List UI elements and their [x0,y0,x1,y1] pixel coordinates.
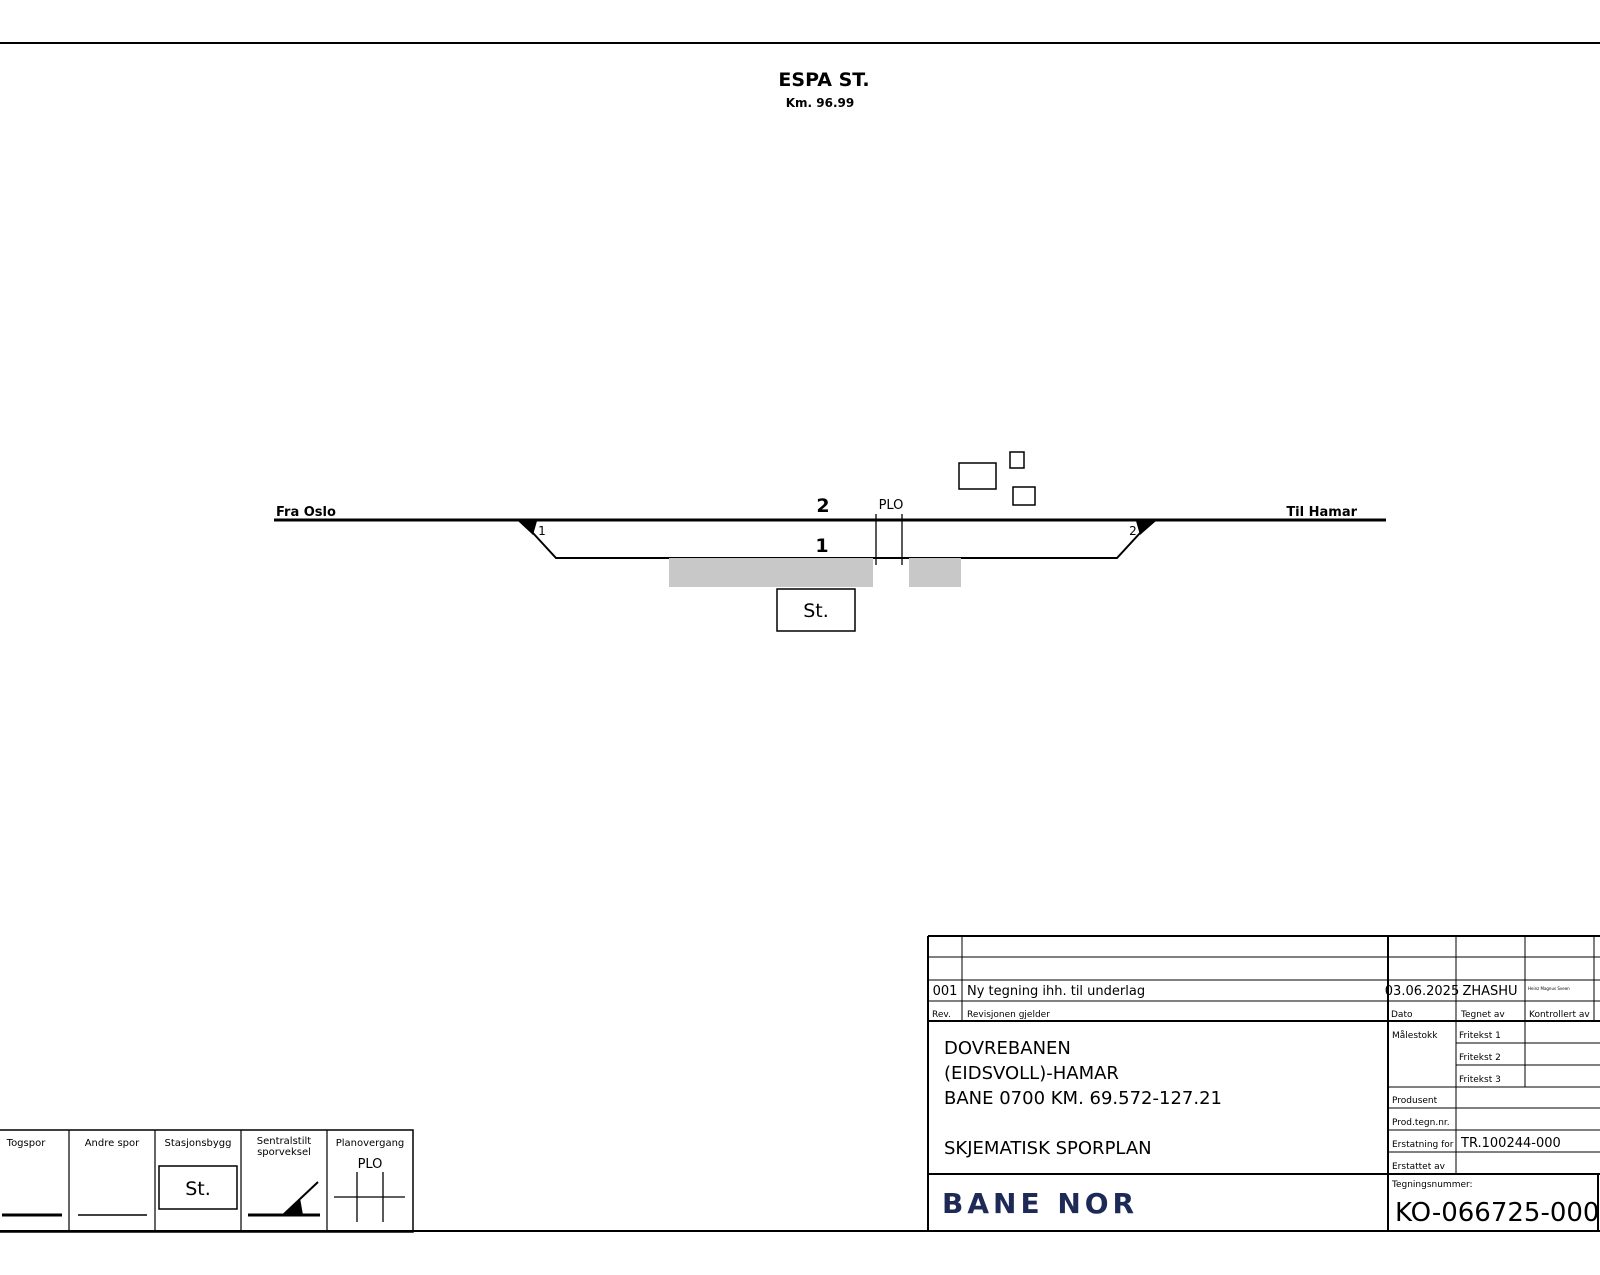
platform-1 [669,558,873,587]
building-small [1009,451,1025,469]
title-line-2: (EIDSVOLL)-HAMAR [944,1063,1119,1084]
rev-description: Ny tegning ihh. til underlag [967,984,1145,999]
station-title: ESPA ST. [778,69,869,91]
legend: Togspor Andre spor Stasjonsbygg St. Sent… [0,1129,414,1233]
switch-right-number: 2 [1129,524,1137,538]
station-building [776,588,856,632]
col-rev-label: Rev. [932,1010,951,1020]
title-block: 001 Ny tegning ihh. til underlag 03.06.2… [927,935,1600,1231]
legend-planovergang-label: Planovergang [336,1138,405,1149]
crossing-label: PLO [879,498,904,513]
col-date-label: Dato [1391,1010,1413,1020]
track-diagram: Fra Oslo Til Hamar 2 1 PLO 1 2 St. [274,451,1386,632]
tegningsnummer-label: Tegningsnummer: [1391,1180,1473,1190]
fritekst-3-label: Fritekst 3 [1459,1075,1501,1085]
to-label: Til Hamar [1286,505,1357,520]
legend-sporveksel-wrap: Sentralstilt sporveksel [256,1136,312,1158]
title-line-1: DOVREBANEN [944,1038,1071,1059]
rev-drawn-by: ZHASHU [1462,984,1517,999]
title-line-3: BANE 0700 KM. 69.572-127.21 [944,1088,1222,1109]
track-1-number: 1 [815,535,828,557]
switch-right-icon [1136,521,1156,535]
legend-andre-spor-label: Andre spor [85,1138,140,1149]
rev-number: 001 [933,984,958,999]
station-building-label: St. [803,600,829,622]
malestokk-label: Målestokk [1392,1030,1438,1041]
legend-sporveksel-label: Sentralstilt sporveksel [256,1136,312,1158]
switch-left-number: 1 [538,524,546,538]
rev-date: 03.06.2025 [1385,984,1459,999]
produsent-label: Produsent [1392,1096,1438,1106]
erstatning-value: TR.100244-000 [1460,1136,1561,1151]
legend-frame [0,1129,414,1233]
building-medium [1012,486,1036,506]
switch-left-icon [518,521,537,535]
legend-stasjonsbygg-symbol: St. [185,1178,211,1200]
col-drawn-label: Tegnet av [1460,1010,1505,1020]
from-label: Fra Oslo [276,505,336,520]
erstatning-label: Erstatning for [1392,1140,1454,1150]
fritekst-2-label: Fritekst 2 [1459,1053,1501,1063]
legend-planovergang-symbol: PLO [358,1157,383,1172]
building-large [958,462,997,490]
col-revtext-label: Revisjonen gjelder [967,1010,1050,1020]
fritekst-1-label: Fritekst 1 [1459,1031,1501,1041]
legend-stasjonsbygg-box [158,1165,238,1210]
legend-togspor-label: Togspor [6,1138,47,1149]
legend-stasjonsbygg-label: Stasjonsbygg [164,1138,231,1149]
track-1-line [520,519,1153,559]
tegningsnummer-value: KO-066725-000 [1395,1198,1599,1228]
bane-nor-logo: BANE NOR [942,1187,1138,1220]
legend-sporveksel-icon [283,1198,303,1215]
platform-2 [909,558,961,587]
erstattet-label: Erstattet av [1392,1162,1446,1172]
track-2-number: 2 [816,495,829,517]
prodtegn-label: Prod.tegn.nr. [1392,1118,1450,1128]
col-checked-label: Kontrollert av [1529,1010,1590,1020]
station-km: Km. 96.99 [786,96,855,110]
title-line-4: SKJEMATISK SPORPLAN [944,1138,1152,1159]
rev-checked-signature: Heinz Magnus Sveen [1528,986,1570,991]
